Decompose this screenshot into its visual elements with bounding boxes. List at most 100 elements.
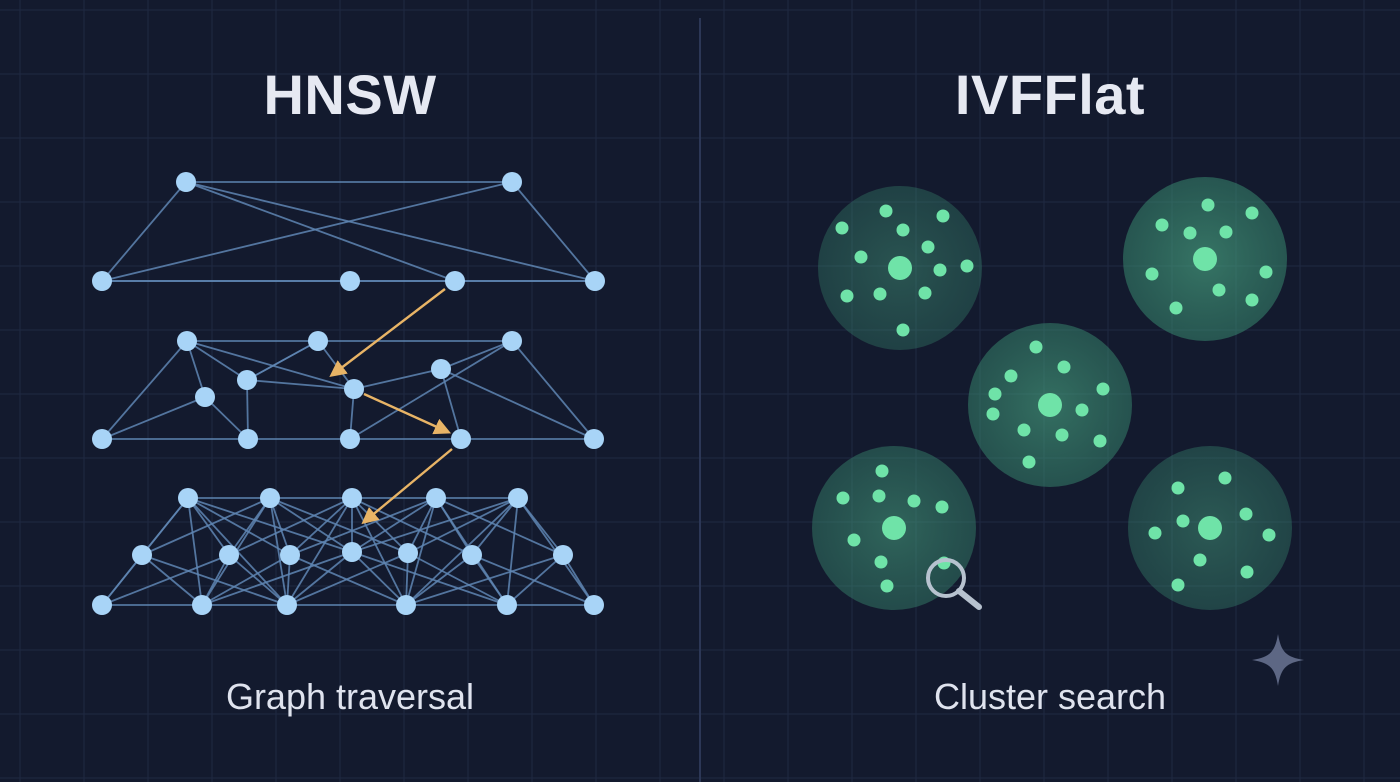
cluster-point [1193,553,1207,567]
cluster-point [875,464,889,478]
hnsw-top-layer-edge [511,181,596,282]
graph-node [92,429,112,449]
graph-node [176,172,196,192]
traversal-arrow [329,288,446,378]
hnsw-bottom-layer-edge [405,497,437,606]
cluster-point [936,209,950,223]
ivfflat-clusters [812,177,1292,610]
cluster-point [874,555,888,569]
graph-node [342,542,362,562]
hnsw-bottom-layer-edge [435,497,564,556]
graph-node [195,387,215,407]
hnsw-bottom-layer-edge [187,497,291,556]
cluster-point [1029,340,1043,354]
magnifier-icon [926,558,982,610]
cluster-point [1148,526,1162,540]
graph-node [340,429,360,449]
cluster-point [1239,507,1253,521]
hnsw-middle-layer-edge [204,396,249,440]
graph-node [277,595,297,615]
graph-node [280,545,300,565]
cluster-point [1262,528,1276,542]
hnsw-bottom-layer-edge [269,497,291,556]
cluster-point [907,494,921,508]
cluster-centroid [888,256,912,280]
hnsw-bottom-layer-edge [141,497,271,556]
cluster-point [1201,198,1215,212]
cluster-centroid [1198,516,1222,540]
cluster-point [1096,382,1110,396]
cluster-point [1004,369,1018,383]
graph-node [260,488,280,508]
hnsw-bottom-layer-edge [351,497,437,553]
graph-node [132,545,152,565]
cluster-point [872,489,886,503]
cluster-point [1245,206,1259,220]
hnsw-middle-layer-edge [511,340,595,440]
hnsw-bottom-layer-edge [351,551,508,606]
cluster-point [1057,360,1071,374]
hnsw-bottom-layer-edge [405,554,564,606]
graph-node [451,429,471,449]
cluster-point [986,407,1000,421]
hnsw-bottom-layer-edge [471,554,595,606]
cluster-point [1245,293,1259,307]
hnsw-caption: Graph traversal [225,676,475,717]
graph-node [344,379,364,399]
hnsw-bottom-layer-edge [289,497,353,556]
cluster-point [1155,218,1169,232]
graph-node [398,543,418,563]
hnsw-bottom-layer-edge [187,497,230,556]
hnsw-top-layer-edge [185,181,596,282]
hnsw-bottom-layer-edge [407,497,519,554]
graph-node [445,271,465,291]
graph-node [584,429,604,449]
cluster-point [1017,423,1031,437]
cluster-centroid [1038,393,1062,417]
hnsw-top-layer-edge [185,181,456,282]
hnsw-bottom-layer-edge [141,554,203,606]
hnsw-bottom-layer-edge [269,497,353,553]
cluster-point [1171,481,1185,495]
hnsw-bottom-layer-edge [471,497,519,556]
cluster-point [847,533,861,547]
graph-node [192,595,212,615]
hnsw-bottom-layer-edge [187,497,203,606]
hnsw-title: HNSW [263,63,437,126]
graph-node [177,331,197,351]
graph-node [92,595,112,615]
hnsw-middle-layer-edge [349,340,513,440]
traversal-arrow [363,392,452,435]
graph-node [219,545,239,565]
ivfflat-caption: Cluster search [933,676,1167,717]
cluster-point [988,387,1002,401]
hnsw-bottom-layer-edge [351,497,519,553]
cluster-point [921,240,935,254]
hnsw-top-layer-edge [101,181,513,282]
hnsw-bottom-layer-edge [407,552,508,606]
hnsw-bottom-layer-edge [289,554,407,606]
graph-node [497,595,517,615]
hnsw-bottom-layer-edge [201,554,291,606]
cluster-point [1171,578,1185,592]
cluster-point [873,287,887,301]
graph-node [178,488,198,508]
cluster-point [1240,565,1254,579]
hnsw-bottom-layer-edge [286,497,353,606]
hnsw-bottom-layer-edge [228,497,353,556]
cluster-centroid [882,516,906,540]
hnsw-bottom-layer-edge [351,551,407,606]
cluster-point [879,204,893,218]
cluster-point [1055,428,1069,442]
hnsw-middle-layer-edge [440,368,462,440]
cluster-point [1169,301,1183,315]
cluster-point [1145,267,1159,281]
cluster-point [1176,514,1190,528]
graph-node [426,488,446,508]
hnsw-middle-layer-edge [186,340,248,381]
cluster-point [896,323,910,337]
hnsw-bottom-layer-edge [269,497,288,606]
hnsw-bottom-layer-edge [286,552,409,606]
graph-node [308,331,328,351]
hnsw-bottom-layer-edge [289,497,437,556]
